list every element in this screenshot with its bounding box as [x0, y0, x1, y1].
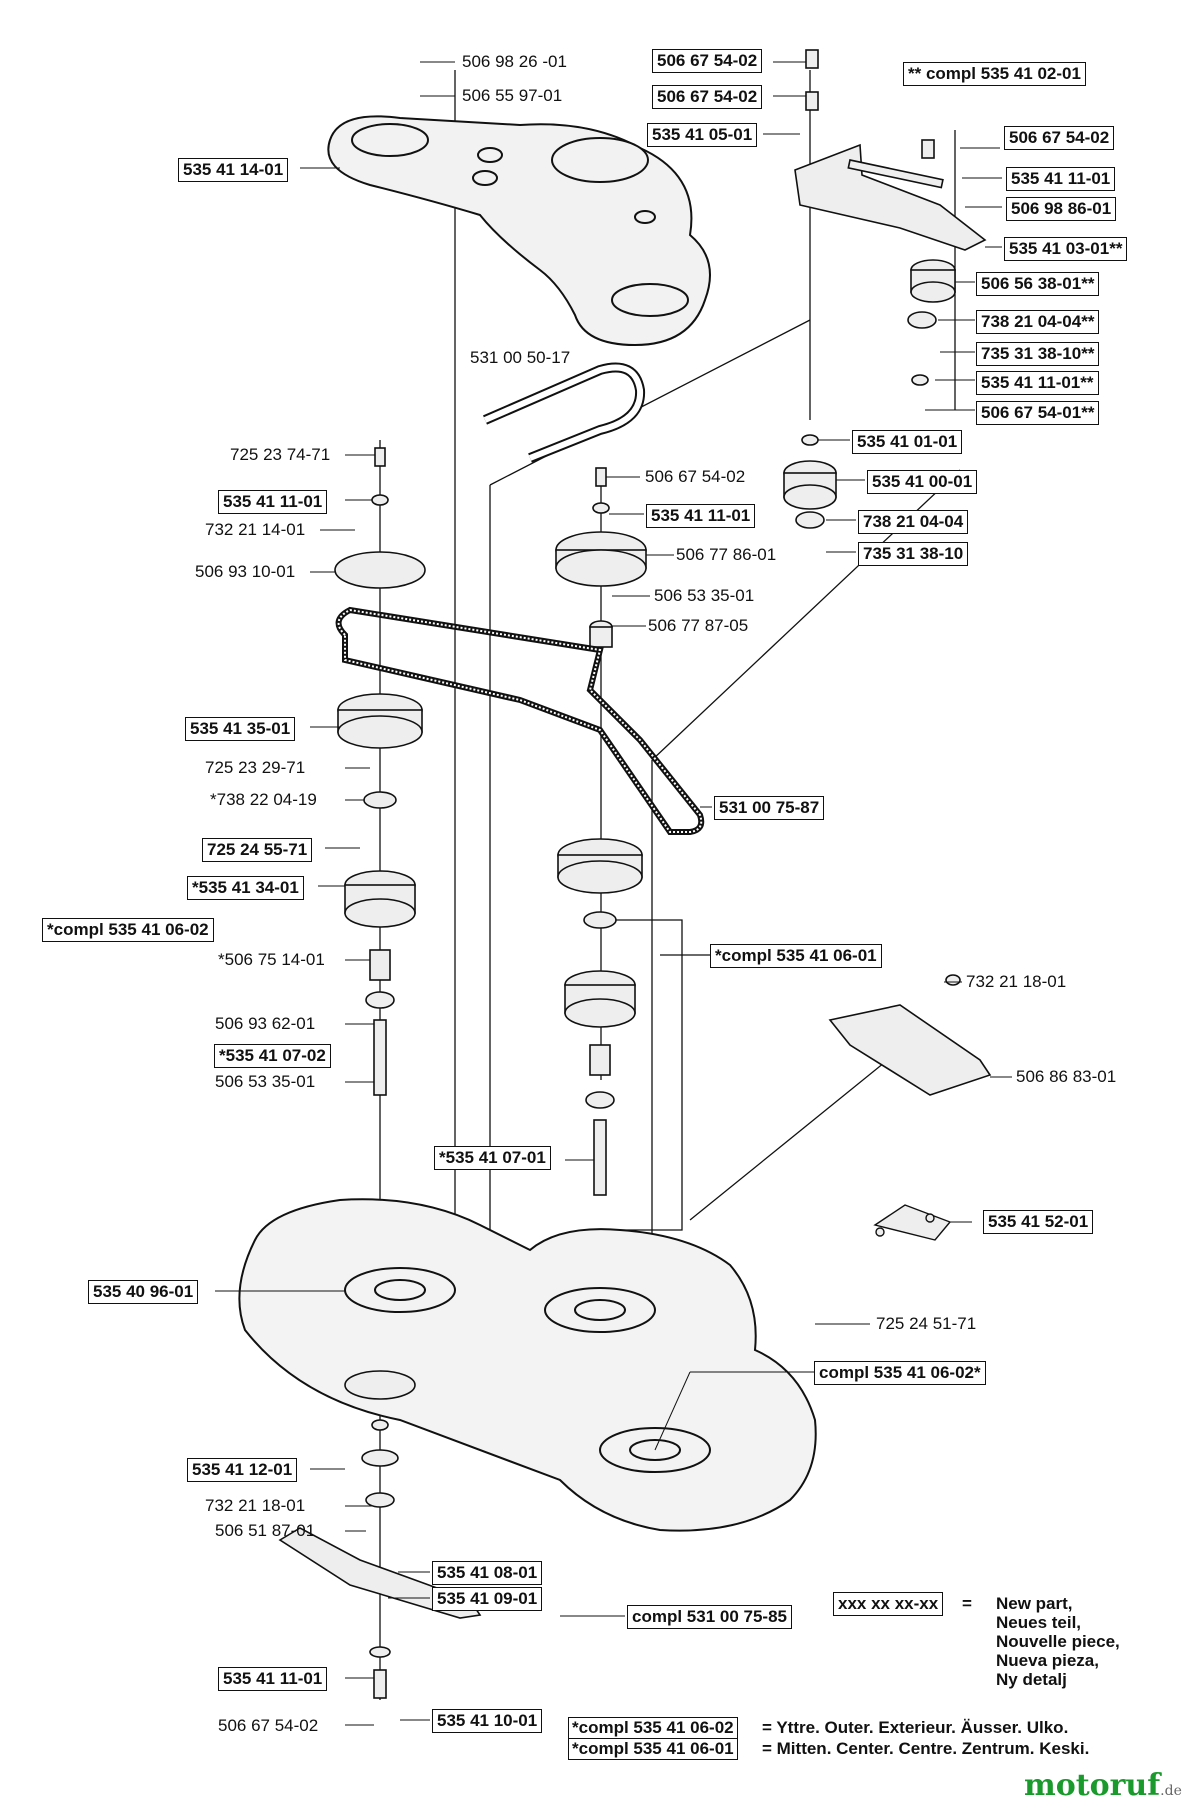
- logo-suffix: .de: [1160, 1783, 1182, 1799]
- part-label: 725 23 29-71: [205, 758, 306, 777]
- part-label: 738 21 04-04**: [976, 310, 1100, 334]
- part-label: 506 56 38-01**: [976, 272, 1100, 296]
- logo: motoruf.de: [1024, 1768, 1182, 1803]
- legend-center-text: = Mitten. Center. Centre. Zentrum. Keski…: [762, 1739, 1090, 1758]
- legend-new-part-line: New part,: [996, 1594, 1073, 1613]
- part-label: 535 41 35-01: [185, 717, 296, 741]
- part-label: 738 21 04-04: [858, 510, 969, 534]
- part-label: 535 41 11-01: [218, 490, 328, 514]
- part-label: 506 53 35-01: [654, 586, 755, 605]
- part-label: 506 77 86-01: [676, 545, 777, 564]
- part-label: 535 41 10-01: [432, 1709, 543, 1733]
- part-label: 506 67 54-02: [1004, 126, 1115, 150]
- legend-new-part-line: Ny detalj: [996, 1670, 1067, 1689]
- part-label: 535 41 11-01: [218, 1667, 328, 1691]
- part-label: 506 86 83-01: [1016, 1067, 1117, 1086]
- part-label: 735 31 38-10**: [976, 342, 1100, 366]
- part-label: 535 41 09-01: [432, 1587, 543, 1611]
- part-label: 535 41 52-01: [983, 1210, 1094, 1234]
- part-label: 732 21 14-01: [205, 520, 306, 539]
- part-label: ** compl 535 41 02-01: [903, 62, 1086, 86]
- legend-new-part-line: Nouvelle piece,: [996, 1632, 1120, 1651]
- part-label: 535 41 12-01: [187, 1458, 298, 1482]
- part-label: 535 41 14-01: [178, 158, 289, 182]
- part-label: 506 93 62-01: [215, 1014, 316, 1033]
- logo-text: motoruf: [1024, 1768, 1161, 1803]
- part-label: 506 93 10-01: [195, 562, 296, 581]
- legend-new-part-line: Neues teil,: [996, 1613, 1082, 1632]
- part-label: 535 41 08-01: [432, 1561, 543, 1585]
- part-label: 732 21 18-01: [205, 1496, 306, 1515]
- part-label: 506 67 54-02: [652, 85, 763, 109]
- legend-new-part: New part, Neues teil, Nouvelle piece, Nu…: [996, 1594, 1120, 1689]
- part-label: *compl 535 41 06-01: [710, 944, 882, 968]
- part-label: *535 41 07-02: [214, 1044, 331, 1068]
- part-label: 531 00 75-87: [714, 796, 825, 820]
- part-label: 732 21 18-01: [966, 972, 1067, 991]
- legend-key-box: xxx xx xx-xx: [833, 1592, 944, 1616]
- part-label: 535 41 11-01: [646, 504, 756, 528]
- part-label: 725 24 55-71: [202, 838, 313, 862]
- legend-outer-text: = Yttre. Outer. Exterieur. Äusser. Ulko.: [762, 1718, 1069, 1737]
- part-label: 725 24 51-71: [876, 1314, 977, 1333]
- part-label: 725 23 74-71: [230, 445, 331, 464]
- part-label: 535 41 11-01**: [976, 371, 1099, 395]
- legend-new-part-line: Nueva pieza,: [996, 1651, 1099, 1670]
- part-label: 506 98 86-01: [1006, 197, 1117, 221]
- part-label: 535 41 01-01: [852, 430, 963, 454]
- part-label: 506 67 54-02: [645, 467, 746, 486]
- part-label: compl 535 41 06-02*: [814, 1361, 986, 1385]
- legend-equals: =: [962, 1594, 972, 1613]
- part-label: 535 41 00-01: [867, 470, 978, 494]
- part-label: 506 67 54-01**: [976, 401, 1100, 425]
- part-label: *506 75 14-01: [218, 950, 325, 969]
- legend-center-code: *compl 535 41 06-01: [568, 1738, 738, 1760]
- legend-outer-code: *compl 535 41 06-02: [568, 1717, 738, 1739]
- part-label: 535 41 05-01: [647, 123, 758, 147]
- part-label: compl 531 00 75-85: [627, 1605, 792, 1629]
- part-label: 506 67 54-02: [218, 1716, 319, 1735]
- part-label: 506 53 35-01: [215, 1072, 316, 1091]
- part-label: 506 67 54-02: [652, 49, 763, 73]
- part-label: 535 41 03-01**: [1004, 237, 1128, 261]
- part-label: *535 41 07-01: [434, 1146, 551, 1170]
- part-label: *535 41 34-01: [187, 876, 304, 900]
- part-label: 506 77 87-05: [648, 616, 749, 635]
- part-label: 535 40 96-01: [88, 1280, 199, 1304]
- part-label: 531 00 50-17: [470, 348, 571, 367]
- part-label: 735 31 38-10: [858, 542, 969, 566]
- part-label: 506 98 26 -01: [462, 52, 567, 71]
- part-label: *738 22 04-19: [210, 790, 317, 809]
- part-label: *compl 535 41 06-02: [42, 918, 214, 942]
- part-label: 506 55 97-01: [462, 86, 563, 105]
- part-label: 535 41 11-01: [1006, 167, 1116, 191]
- part-label: 506 51 87-01: [215, 1521, 316, 1540]
